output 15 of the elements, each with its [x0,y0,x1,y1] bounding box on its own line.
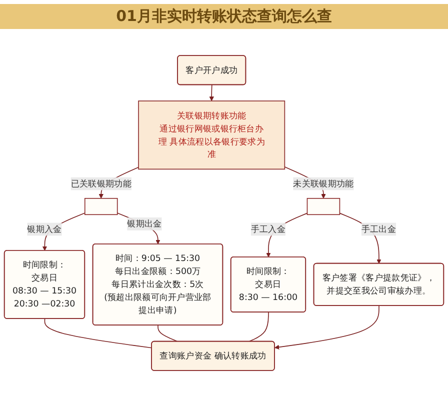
edge-label: 手工出金 [361,224,396,234]
connector [158,324,178,342]
node-box [84,198,118,216]
edge-label: 银期出金 [127,218,162,229]
edge-label: 银期入金 [27,224,62,234]
arrow [274,305,380,350]
edge-label: 手工入金 [250,224,286,234]
edge-label: 未关联银期功能 [293,178,354,189]
connector [44,318,152,348]
node-box: 关联银期转账功能 通过银行网银或银行柜台办理 具体流程以各银行要求为准 [138,100,286,170]
node-box [306,198,340,216]
arrow [209,84,214,102]
connector [248,312,269,342]
title-banner: 01月非实时转账状态查询怎么查 [0,4,448,29]
edge-label: 已关联银期功能 [70,178,132,189]
